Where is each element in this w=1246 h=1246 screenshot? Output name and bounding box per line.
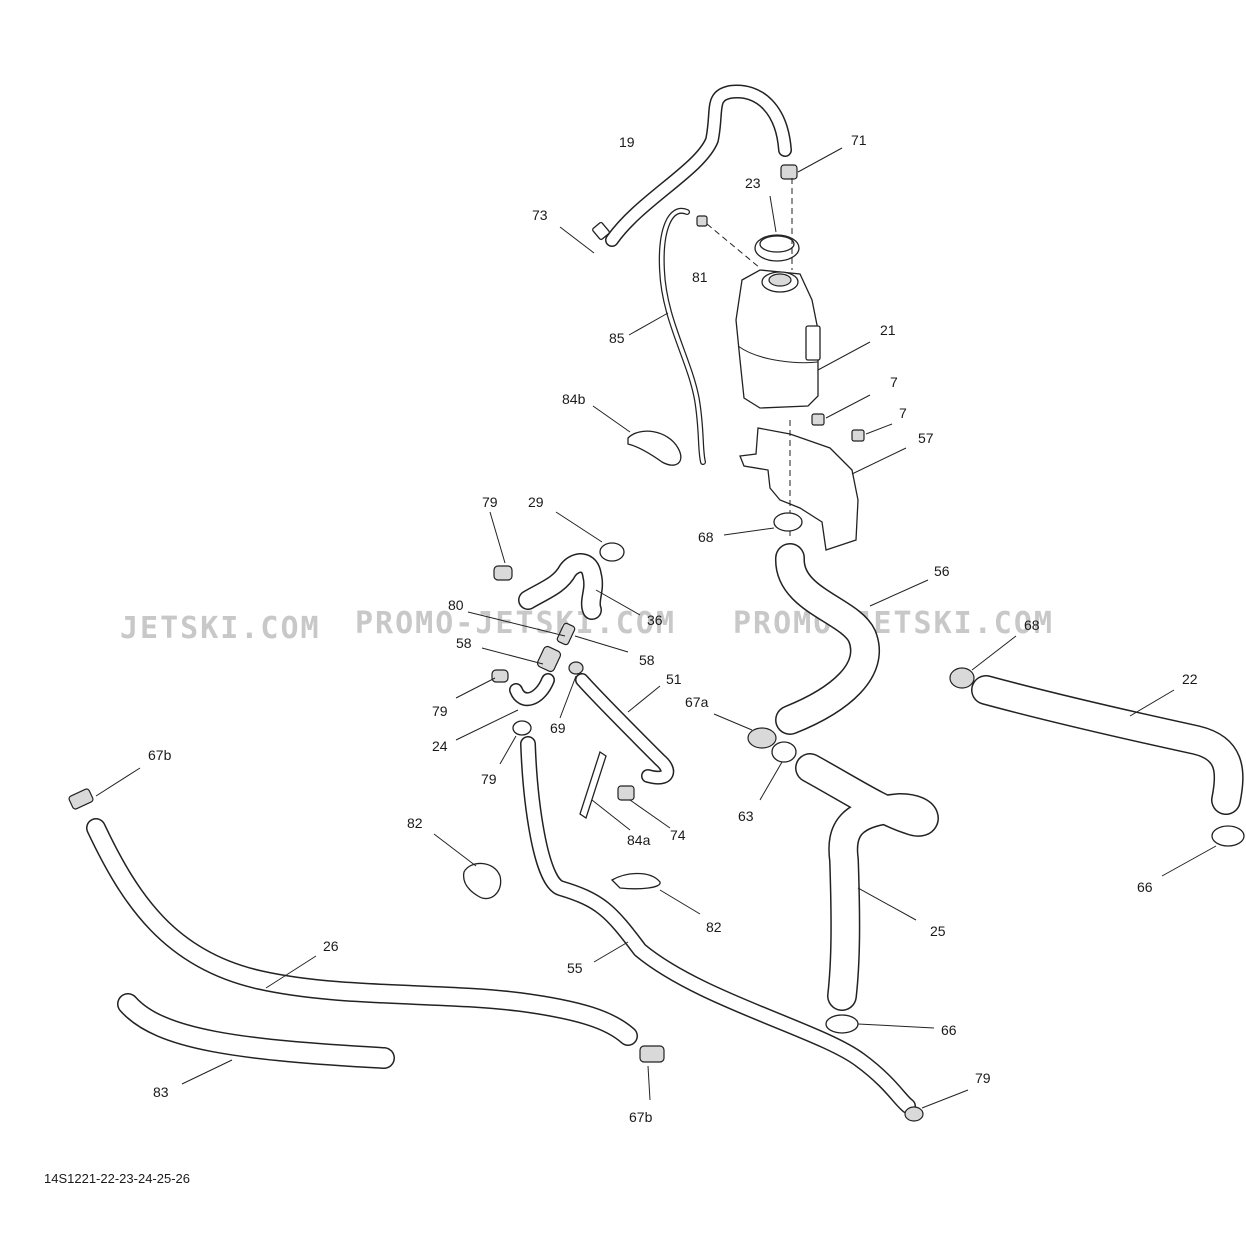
reservoir-21: [735, 269, 871, 409]
hose-22: [971, 675, 1244, 815]
fitting-73: [559, 221, 610, 254]
clamp-67a: [713, 713, 777, 749]
label-58a: 58: [456, 635, 472, 651]
label-68b: 68: [1024, 617, 1040, 633]
clamp-71: [780, 147, 843, 180]
label-58b: 58: [639, 652, 655, 668]
watermark-jetski: JETSKI.COM: [120, 611, 321, 646]
clamp-67b-top: [68, 767, 141, 810]
label-57: 57: [918, 430, 934, 446]
fitting-80: [467, 611, 576, 646]
label-26: 26: [323, 938, 339, 954]
label-79d: 79: [975, 1070, 991, 1086]
hose-51: [575, 673, 675, 785]
diagram-reference-code: 14S1221-22-23-24-25-26: [44, 1171, 190, 1186]
gasket-84b: [592, 405, 682, 466]
elbow-29: [555, 511, 625, 562]
label-19: 19: [619, 134, 635, 150]
label-29: 29: [528, 494, 544, 510]
label-24: 24: [432, 738, 448, 754]
bracket-57: [739, 427, 907, 551]
label-63: 63: [738, 808, 754, 824]
label-79c: 79: [481, 771, 497, 787]
clamp-66b: [825, 1014, 935, 1034]
gasket-84a: [579, 750, 631, 831]
clamp-66a: [1161, 825, 1245, 877]
label-69: 69: [550, 720, 566, 736]
cap-23: [754, 195, 800, 262]
label-82a: 82: [407, 815, 423, 831]
clamp-63: [759, 741, 797, 801]
nut-7a: [811, 394, 871, 426]
label-83: 83: [153, 1084, 169, 1100]
label-22: 22: [1182, 671, 1198, 687]
clamp-67b-bottom: [639, 1045, 665, 1101]
label-68: 68: [698, 529, 714, 545]
label-84a: 84a: [627, 832, 651, 848]
label-67a: 67a: [685, 694, 709, 710]
label-71: 71: [851, 132, 867, 148]
hose-83: [117, 993, 395, 1085]
label-66b: 66: [941, 1022, 957, 1038]
label-21: 21: [880, 322, 896, 338]
label-67b-top: 67b: [148, 747, 172, 763]
clamp-68-right: [949, 635, 1017, 689]
hose-85: [628, 207, 706, 465]
label-67b-bottom: 67b: [629, 1109, 653, 1125]
label-66a: 66: [1137, 879, 1153, 895]
label-51: 51: [666, 671, 682, 687]
clamp-68-top: [723, 512, 803, 536]
label-36: 36: [647, 612, 663, 628]
elbow-24: [455, 673, 555, 741]
hose-19: [605, 84, 792, 247]
label-79b: 79: [432, 703, 448, 719]
clamp-79b: [455, 669, 509, 699]
label-81: 81: [692, 269, 708, 285]
label-84b: 84b: [562, 391, 586, 407]
clamp-82a: [433, 833, 502, 900]
label-25: 25: [930, 923, 946, 939]
fitting-69: [559, 661, 584, 719]
label-7a: 7: [890, 374, 898, 390]
label-79a: 79: [482, 494, 498, 510]
hose-26: [86, 818, 638, 1046]
label-80: 80: [448, 597, 464, 613]
hose-55: [520, 736, 916, 1114]
fitting-58: [481, 635, 629, 673]
clamp-79a: [489, 511, 513, 581]
clamp-74: [617, 785, 671, 829]
label-55: 55: [567, 960, 583, 976]
fitting-81: [696, 215, 761, 269]
label-85: 85: [609, 330, 625, 346]
label-82b: 82: [706, 919, 722, 935]
clamp-82b: [610, 872, 701, 915]
hose-56: [775, 543, 929, 735]
label-56: 56: [934, 563, 950, 579]
label-73: 73: [532, 207, 548, 223]
nut-7b: [851, 423, 893, 442]
clamp-79d: [904, 1089, 969, 1122]
clamp-79c: [499, 720, 532, 765]
hose-36: [518, 553, 641, 620]
label-23: 23: [745, 175, 761, 191]
label-7b: 7: [899, 405, 907, 421]
hose-25: [795, 753, 939, 1011]
watermark-promo-jetski-2: PROMO-JETSKI.COM: [733, 606, 1054, 641]
label-74: 74: [670, 827, 686, 843]
